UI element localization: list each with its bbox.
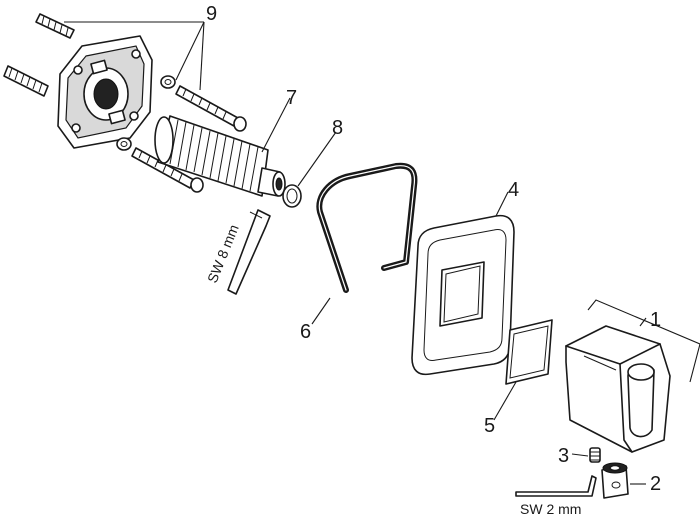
anchor-bolt-upper	[35, 13, 75, 39]
anchor-bolt-lower	[3, 65, 49, 97]
screw-lower	[131, 147, 204, 193]
mounting-plate	[57, 35, 153, 149]
callout-3: 3	[558, 445, 569, 467]
o-ring	[282, 184, 302, 208]
leader-6	[311, 297, 331, 325]
leader-4	[495, 191, 509, 217]
leader-3	[571, 453, 589, 457]
corrugated-sleeve	[154, 115, 269, 197]
callout-5: 5	[484, 415, 495, 437]
hex-key-2mm-label: SW 2 mm	[520, 501, 581, 517]
washer-upper	[160, 75, 176, 89]
callout-6: 6	[300, 321, 311, 343]
leader-1	[639, 317, 647, 327]
square-gasket	[505, 319, 553, 385]
callout-bracket-1	[587, 299, 700, 383]
connector-nut	[601, 462, 629, 499]
hex-key-8mm	[227, 209, 271, 295]
leader-7	[261, 97, 291, 153]
callout-9: 9	[206, 3, 217, 25]
sleeve-fitting	[257, 167, 286, 197]
leader-9c	[175, 21, 205, 81]
leader-5	[493, 381, 517, 421]
cover-plate	[411, 214, 515, 376]
callout-4: 4	[508, 179, 519, 201]
gasket-seal	[316, 162, 418, 293]
callout-1: 1	[650, 309, 661, 331]
callout-8: 8	[332, 117, 343, 139]
callout-2: 2	[650, 473, 661, 495]
hex-key-2mm	[515, 475, 597, 497]
shower-holder	[565, 325, 671, 453]
leader-lines	[64, 21, 647, 485]
leader-8	[297, 131, 337, 187]
screw-upper	[175, 85, 247, 132]
set-screw	[589, 447, 601, 463]
leader-9b	[199, 21, 205, 91]
callout-7: 7	[286, 87, 297, 109]
washer-lower	[116, 137, 132, 151]
